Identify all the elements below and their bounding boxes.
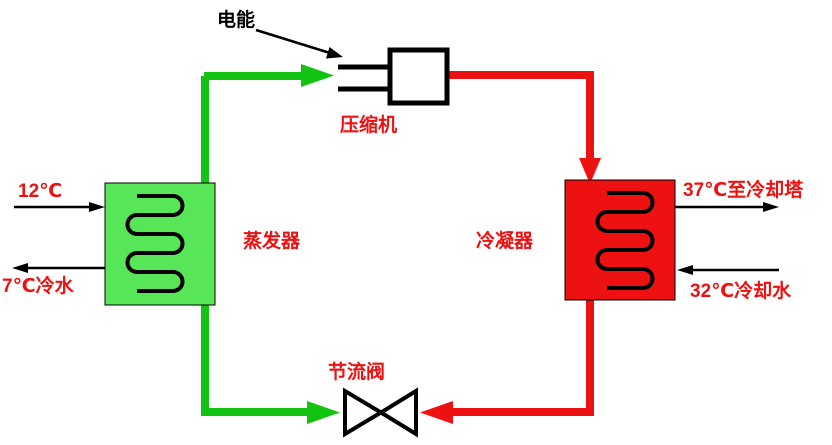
evaporator-box	[104, 182, 216, 306]
chilled-water-in-label: 12℃	[18, 181, 62, 202]
electric-energy-pointer-line	[255, 28, 331, 55]
arrowhead-into-condenser	[579, 158, 601, 184]
compressor-label: 压缩机	[340, 113, 397, 136]
valve-left-triangle	[343, 387, 385, 438]
cooling-water-out-arrowhead	[763, 202, 779, 212]
compressor-cylinder	[387, 47, 450, 106]
arrowhead-red-into-valve	[420, 401, 453, 424]
valve-right-triangle	[377, 387, 418, 438]
chilled-water-out-label: 7℃冷水	[2, 274, 75, 297]
chilled-water-out-arrowhead	[12, 263, 28, 273]
cooling-water-in-arrowhead	[677, 265, 693, 275]
electric-energy-arrowhead	[326, 47, 343, 59]
chilled-water-in-arrowhead	[89, 202, 105, 212]
evaporator-label: 蒸发器	[243, 229, 301, 252]
evaporator-coil-icon	[125, 194, 185, 293]
condenser-label: 冷凝器	[476, 229, 534, 252]
arrowhead-into-compressor	[301, 64, 334, 87]
cooling-water-in-label: 32℃冷却水	[690, 279, 792, 302]
throttle-valve-label: 节流阀	[328, 360, 385, 383]
arrowhead-green-into-valve	[307, 401, 340, 424]
pipe-compressor-to-condenser	[446, 71, 594, 160]
condenser-coil-icon	[595, 191, 655, 290]
compressor-symbol	[338, 47, 450, 106]
throttle-valve-symbol	[343, 387, 418, 438]
cooling-water-out-label: 37℃至冷却塔	[683, 178, 804, 201]
pipe-evaporator-to-valve	[201, 303, 309, 416]
pipe-condenser-to-valve	[451, 300, 594, 416]
pipe-evaporator-to-compressor	[201, 72, 303, 185]
electric-energy-label: 电能	[217, 8, 255, 31]
condenser-box	[564, 179, 676, 301]
